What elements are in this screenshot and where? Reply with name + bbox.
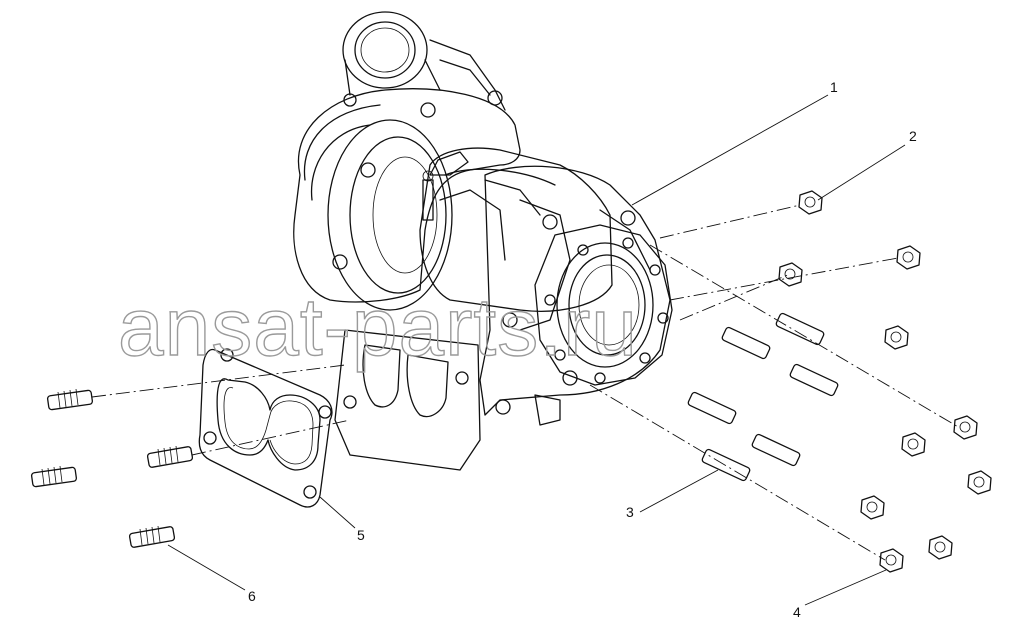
nut-3: [778, 262, 803, 287]
nut-9: [928, 535, 953, 560]
stud-left-3: [146, 445, 194, 468]
stud-right-1: [721, 326, 771, 360]
stud-right-6: [701, 448, 751, 482]
exhaust-gasket: [198, 348, 333, 508]
nut-7: [967, 470, 992, 495]
callout-numbers: 1 2 3 4 5 6: [248, 79, 917, 620]
callout-3: 3: [626, 504, 634, 520]
nut-1: [798, 190, 823, 215]
leader-lines: [167, 94, 906, 606]
callout-5: 5: [357, 527, 365, 543]
nut-6: [901, 432, 926, 457]
turbocharger-assembly: [293, 11, 673, 471]
callout-1: 1: [830, 79, 838, 95]
stud-right-5: [751, 433, 801, 467]
nut-4: [884, 325, 909, 350]
nut-5: [953, 415, 978, 440]
stud-left-1: [46, 388, 94, 411]
callout-2: 2: [909, 128, 917, 144]
callout-6: 6: [248, 588, 256, 604]
nut-10: [879, 548, 904, 573]
stud-right-4: [687, 391, 737, 425]
watermark-text: ansat-parts.ru: [118, 282, 638, 373]
nut-8: [860, 495, 885, 520]
stud-left-2: [30, 465, 78, 488]
stud-right-3: [789, 363, 839, 397]
nuts: [778, 190, 992, 573]
assembly-lines: [91, 204, 961, 561]
callout-4: 4: [793, 604, 801, 620]
stud-left-4: [128, 525, 176, 548]
stud-right-2: [775, 312, 825, 346]
studs: [30, 312, 839, 548]
nut-2: [896, 245, 921, 270]
